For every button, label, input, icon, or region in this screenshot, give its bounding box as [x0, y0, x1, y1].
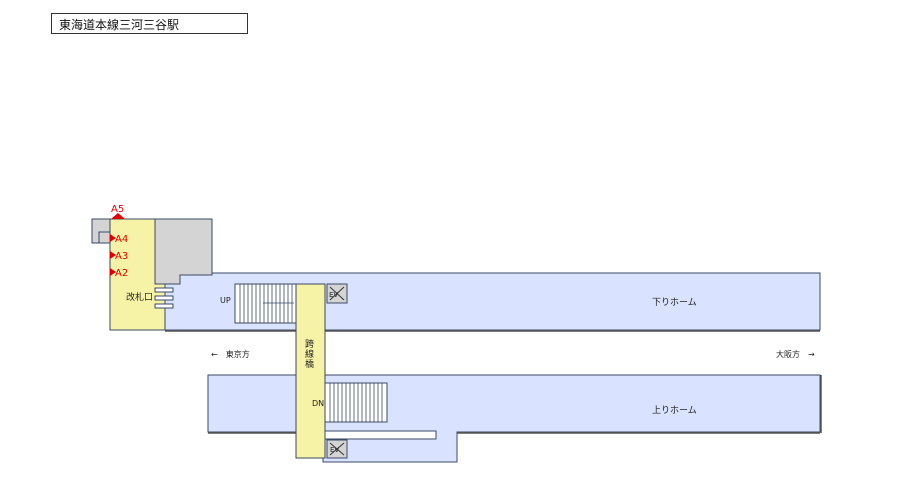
- exit-a4-label: A4: [115, 234, 128, 245]
- exit-a3-label: A3: [115, 251, 128, 262]
- ev-top-label: EV: [329, 291, 338, 299]
- bridge-label-3: 橋: [305, 358, 314, 370]
- station-title: 東海道本線三河三谷駅: [59, 18, 180, 32]
- bridge-label-1: 跨: [305, 339, 314, 350]
- exit-a2-marker: [110, 268, 116, 276]
- elevator-bottom: [326, 439, 348, 459]
- bridge-label-2: 線: [305, 348, 314, 360]
- up-label: UP: [220, 296, 231, 305]
- dn-label: DN: [312, 399, 324, 408]
- stairs-up: [234, 283, 297, 324]
- exit-a4-marker: [110, 234, 116, 242]
- concourse: [109, 218, 166, 331]
- exit-a5-label: A5: [111, 204, 124, 215]
- exit-a3-marker: [110, 251, 116, 259]
- ticket-gates: [154, 287, 174, 309]
- platform-up-label: 上りホーム: [652, 405, 697, 416]
- station-title-box: 東海道本線三河三谷駅: [51, 13, 248, 34]
- ticket-gate-label: 改札口: [126, 291, 153, 303]
- platform-down-label: 下りホーム: [652, 297, 697, 308]
- direction-right-label: 大阪方 →: [776, 349, 815, 359]
- corridor-bar: [324, 430, 437, 440]
- exit-a2-label: A2: [115, 268, 128, 279]
- overpass-bridge: [295, 283, 326, 459]
- direction-left-label: ← 東京方: [211, 349, 250, 359]
- ev-bottom-label: EV: [330, 446, 339, 454]
- stairs-down: [324, 382, 388, 423]
- elevator-top: [326, 283, 348, 304]
- exit-a5-marker: [111, 213, 125, 219]
